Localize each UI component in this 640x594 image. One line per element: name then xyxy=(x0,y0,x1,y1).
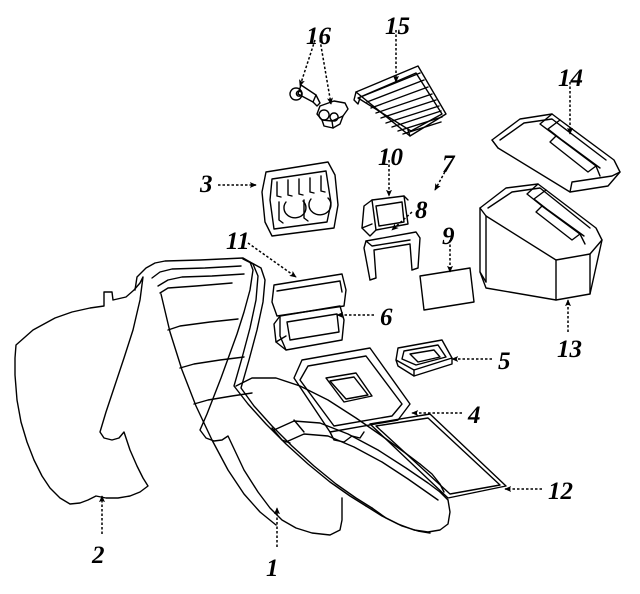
callout-leader-16 xyxy=(299,39,316,87)
callout-number-7[interactable]: 7 xyxy=(442,151,455,178)
part-front-panel xyxy=(271,273,347,317)
part-carpet-panel-left xyxy=(14,276,149,505)
callout-number-3[interactable]: 3 xyxy=(200,171,213,198)
part-latch-fasteners xyxy=(289,84,349,129)
part-ashtray-housing xyxy=(361,195,409,237)
callout-number-13[interactable]: 13 xyxy=(557,336,582,363)
callout-number-14[interactable]: 14 xyxy=(558,65,583,92)
part-storage-tray xyxy=(273,305,345,351)
part-console-storage-box xyxy=(479,183,603,301)
callout-leader-11 xyxy=(247,242,297,278)
callout-number-1[interactable]: 1 xyxy=(266,555,279,582)
callout-number-4[interactable]: 4 xyxy=(468,402,481,429)
callout-number-10[interactable]: 10 xyxy=(378,144,403,171)
callout-number-9[interactable]: 9 xyxy=(442,223,455,250)
callout-number-8[interactable]: 8 xyxy=(415,197,428,224)
callout-number-6[interactable]: 6 xyxy=(380,304,393,331)
callout-number-15[interactable]: 15 xyxy=(385,13,410,40)
callout-number-16[interactable]: 16 xyxy=(306,23,331,50)
callout-leader-8 xyxy=(391,211,413,231)
part-cover-plate xyxy=(419,267,475,311)
callout-leader-16 xyxy=(319,39,333,105)
part-shift-bezel xyxy=(395,339,453,377)
part-console-trim-plate xyxy=(293,347,411,443)
part-ribbed-rubber-mat xyxy=(353,65,447,137)
part-u-bracket xyxy=(363,231,421,281)
part-armrest-lid xyxy=(491,113,621,193)
part-console-body xyxy=(134,257,451,536)
part-rear-mat-strip xyxy=(369,413,507,499)
part-cupholder-insert xyxy=(261,161,339,237)
callout-number-12[interactable]: 12 xyxy=(548,478,573,505)
callout-number-5[interactable]: 5 xyxy=(498,348,511,375)
callout-number-2[interactable]: 2 xyxy=(92,542,105,569)
callout-number-11[interactable]: 11 xyxy=(226,228,250,255)
